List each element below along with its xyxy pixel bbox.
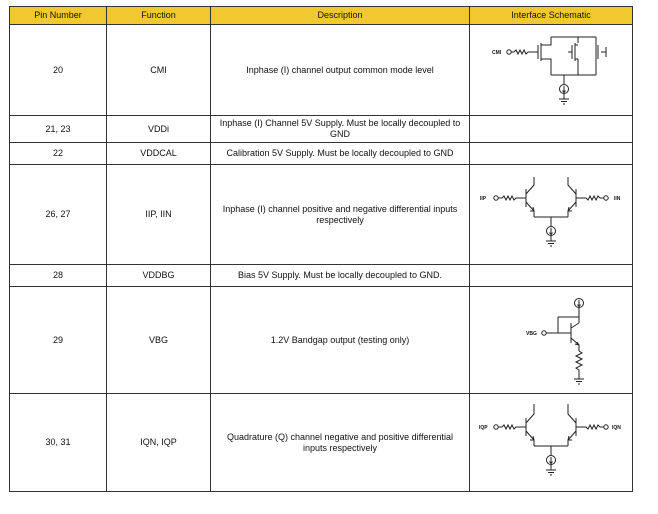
description-cell: Quadrature (Q) channel negative and posi… <box>210 393 470 492</box>
pin-number-cell: 29 <box>9 286 107 394</box>
function-cell: VDDi <box>106 115 211 143</box>
description-cell: Inphase (I) channel output common mode l… <box>210 24 470 116</box>
function-cell: VDDBG <box>106 264 211 287</box>
schematic-cell <box>469 115 633 143</box>
pin-number-cell: 22 <box>9 142 107 165</box>
header-interface-schematic: Interface Schematic <box>469 6 633 25</box>
bandgap-schematic: VBG <box>526 298 584 385</box>
pin-number-cell: 26, 27 <box>9 164 107 265</box>
schematic-label-iin: IIN <box>614 196 621 202</box>
function-cell: IQN, IQP <box>106 393 211 492</box>
schematic-cell: CMI <box>469 24 633 116</box>
schematic-label-iqp: IQP <box>479 425 488 431</box>
pin-number-cell: 20 <box>9 24 107 116</box>
description-cell: Inphase (I) channel positive and negativ… <box>210 164 470 265</box>
table-row: 30, 31 IQN, IQP Quadrature (Q) channel n… <box>9 393 633 492</box>
table-row: 28 VDDBG Bias 5V Supply. Must be locally… <box>9 264 633 287</box>
schematic-cell <box>469 142 633 165</box>
table-row: 29 VBG 1.2V Bandgap output (testing only… <box>9 286 633 394</box>
schematic-label-iqn: IQN <box>612 425 621 431</box>
differential-pair-schematic: IIP IIN <box>480 176 621 246</box>
schematic-cell <box>469 264 633 287</box>
table-row: 20 CMI Inphase (I) channel output common… <box>9 24 633 116</box>
table-row: 21, 23 VDDi Inphase (I) Channel 5V Suppl… <box>9 115 633 143</box>
function-cell: VDDCAL <box>106 142 211 165</box>
table-header-row: Pin Number Function Description Interfac… <box>9 6 633 25</box>
function-cell: VBG <box>106 286 211 394</box>
description-cell: 1.2V Bandgap output (testing only) <box>210 286 470 394</box>
table-row: 22 VDDCAL Calibration 5V Supply. Must be… <box>9 142 633 165</box>
differential-pair-schematic: IQP IQN <box>479 403 621 475</box>
pin-number-cell: 21, 23 <box>9 115 107 143</box>
description-cell: Bias 5V Supply. Must be locally decouple… <box>210 264 470 287</box>
function-cell: CMI <box>106 24 211 116</box>
pin-number-cell: 30, 31 <box>9 393 107 492</box>
pin-description-table: Pin Number Function Description Interfac… <box>9 6 633 492</box>
cmi-buffer-schematic: CMI <box>492 36 607 105</box>
header-pin-number: Pin Number <box>9 6 107 25</box>
schematic-cell: VBG <box>469 286 633 394</box>
schematic-label-iip: IIP <box>480 196 487 202</box>
schematic-label-cmi: CMI <box>492 50 502 56</box>
table-row: 26, 27 IIP, IIN Inphase (I) channel posi… <box>9 164 633 265</box>
schematic-label-vbg: VBG <box>526 331 537 337</box>
header-function: Function <box>106 6 211 25</box>
header-description: Description <box>210 6 470 25</box>
description-cell: Inphase (I) Channel 5V Supply. Must be l… <box>210 115 470 143</box>
pin-number-cell: 28 <box>9 264 107 287</box>
description-cell: Calibration 5V Supply. Must be locally d… <box>210 142 470 165</box>
schematic-cell: IIP IIN <box>469 164 633 265</box>
schematic-cell: IQP IQN <box>469 393 633 492</box>
function-cell: IIP, IIN <box>106 164 211 265</box>
